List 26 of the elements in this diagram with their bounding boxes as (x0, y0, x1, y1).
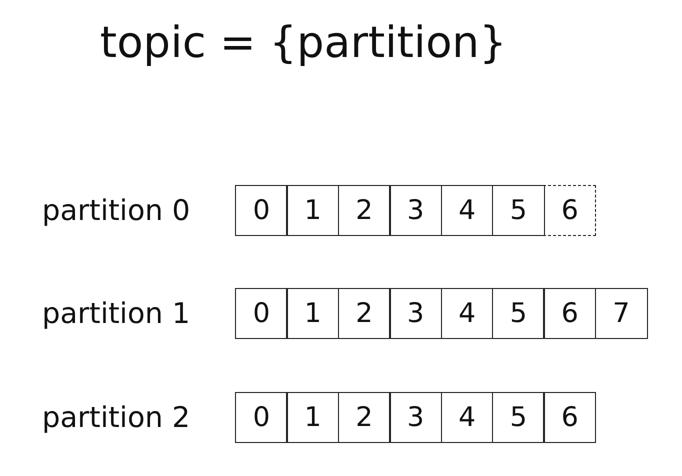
partition-label: partition 2 (42, 400, 190, 436)
index-cell: 3 (389, 288, 442, 339)
index-cell: 1 (286, 392, 340, 443)
index-cell: 5 (492, 288, 545, 339)
partition-label: partition 1 (42, 296, 190, 332)
index-cell: 6 (543, 288, 596, 339)
index-cell: 2 (338, 392, 391, 443)
index-cell: 5 (492, 185, 545, 236)
index-cell: 3 (389, 392, 442, 443)
index-cell: 2 (338, 185, 391, 236)
index-cell: 2 (338, 288, 391, 339)
index-cell: 1 (286, 185, 340, 236)
index-cell: 6 (543, 185, 596, 236)
index-cell: 4 (440, 288, 494, 339)
partition-label: partition 0 (42, 194, 190, 228)
index-cell: 1 (286, 288, 340, 339)
index-cell: 5 (492, 392, 545, 443)
index-cell: 0 (235, 185, 288, 236)
index-cell: 4 (440, 392, 494, 443)
title: topic = {partition} (100, 18, 507, 70)
index-cell: 0 (235, 288, 288, 339)
index-cell: 0 (235, 392, 288, 443)
index-cell: 3 (389, 185, 442, 236)
index-cell: 7 (594, 288, 648, 339)
index-cell: 6 (543, 392, 596, 443)
index-cell: 4 (440, 185, 494, 236)
